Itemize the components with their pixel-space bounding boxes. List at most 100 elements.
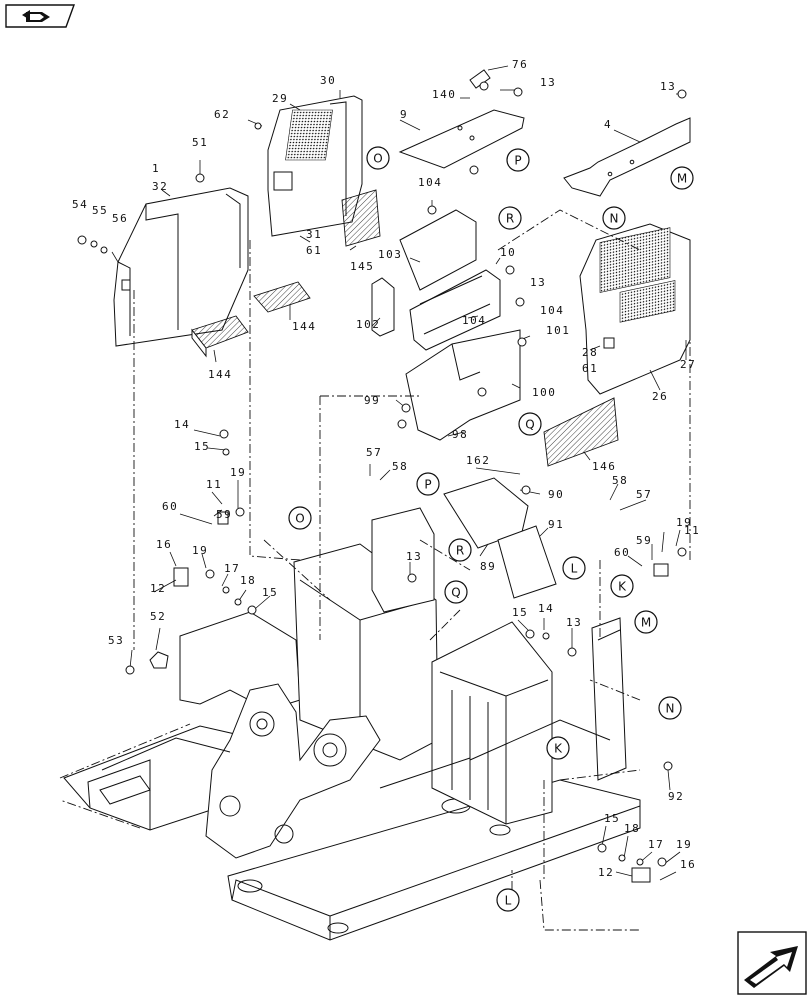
part-label: 61 — [582, 362, 598, 375]
part-label: 1 — [152, 162, 160, 175]
part-label: 15 — [604, 812, 620, 825]
callout-K: K — [546, 736, 570, 760]
callout-letter: K — [618, 580, 627, 594]
callout-Q: Q — [444, 580, 468, 604]
upper-side-door-29 — [267, 95, 363, 237]
part-label: 19 — [676, 838, 692, 851]
leader-lines — [111, 65, 687, 881]
part-label: 102 — [356, 318, 380, 331]
callout-letter: Q — [525, 418, 534, 432]
part-label: 27 — [680, 358, 696, 371]
part-label: 13 — [530, 276, 546, 289]
filter-elements — [191, 189, 619, 467]
next-page-arrow-icon — [737, 931, 807, 995]
part-label: 28 — [582, 346, 598, 359]
callout-letter: L — [571, 562, 578, 576]
part-label: 103 — [378, 248, 402, 261]
next-page-button[interactable] — [736, 930, 808, 996]
part-label: 89 — [480, 560, 496, 573]
part-label: 92 — [668, 790, 684, 803]
part-label: 62 — [214, 108, 230, 121]
callout-L: L — [562, 556, 586, 580]
callout-N: N — [602, 206, 626, 230]
part-label: 52 — [150, 610, 166, 623]
cover-assembly — [371, 209, 521, 441]
part-label: 10 — [500, 246, 516, 259]
part-label: 162 — [466, 454, 490, 467]
part-label: 53 — [108, 634, 124, 647]
part-label: 98 — [452, 428, 468, 441]
callout-letter: N — [610, 212, 619, 226]
callout-letter: P — [514, 154, 521, 168]
callout-letter: M — [641, 616, 651, 630]
callout-P: P — [506, 148, 530, 172]
part-label: 17 — [648, 838, 664, 851]
callout-M: M — [634, 610, 658, 634]
panel-9 — [398, 69, 525, 169]
left-side-door-1 — [113, 187, 249, 347]
part-label: 17 — [224, 562, 240, 575]
callout-Q: Q — [518, 412, 542, 436]
part-label: 9 — [400, 108, 408, 121]
part-label: 19 — [192, 544, 208, 557]
callout-letter: K — [554, 742, 563, 756]
part-label: 15 — [262, 586, 278, 599]
callout-letter: O — [295, 512, 304, 526]
part-label: 59 — [636, 534, 652, 547]
part-label: 61 — [306, 244, 322, 257]
latch-hardware — [149, 511, 669, 883]
callout-letter: R — [506, 212, 514, 226]
part-label: 104 — [462, 314, 486, 327]
callout-R: R — [448, 538, 472, 562]
callout-O: O — [366, 146, 390, 170]
part-label: 13 — [540, 76, 556, 89]
callout-M: M — [670, 166, 694, 190]
callout-letter: M — [677, 172, 687, 186]
part-label: 29 — [272, 92, 288, 105]
part-label: 57 — [636, 488, 652, 501]
assembly-lines — [133, 209, 691, 931]
part-label: 31 — [306, 228, 322, 241]
part-label: 54 — [72, 198, 88, 211]
part-label: 145 — [350, 260, 374, 273]
part-label: 12 — [150, 582, 166, 595]
callout-O: O — [288, 506, 312, 530]
part-label: 15 — [194, 440, 210, 453]
part-label: 56 — [112, 212, 128, 225]
part-label: 100 — [532, 386, 556, 399]
part-label: 55 — [92, 204, 108, 217]
part-label: 26 — [652, 390, 668, 403]
section-callouts: O P M N R Q P O R Q L K M N K L — [288, 146, 694, 912]
part-label: 11 — [206, 478, 222, 491]
callout-P: P — [416, 472, 440, 496]
part-label: 58 — [392, 460, 408, 473]
panel-4 — [563, 117, 691, 197]
part-label: 57 — [366, 446, 382, 459]
callout-letter: L — [505, 894, 512, 908]
part-label: 11 — [684, 524, 700, 537]
callout-letter: R — [456, 544, 464, 558]
callout-letter: N — [666, 702, 675, 716]
part-label: 14 — [174, 418, 190, 431]
part-label: 13 — [566, 616, 582, 629]
part-label: 13 — [406, 550, 422, 563]
part-label: 18 — [624, 822, 640, 835]
part-label: 59 — [216, 508, 232, 521]
part-label: 91 — [548, 518, 564, 531]
part-label: 104 — [540, 304, 564, 317]
part-label: 146 — [592, 460, 616, 473]
callout-L: L — [496, 888, 520, 912]
previous-page-button[interactable] — [4, 3, 76, 29]
part-label: 15 — [512, 606, 528, 619]
part-label: 12 — [598, 866, 614, 879]
part-label: 58 — [612, 474, 628, 487]
part-label: 104 — [418, 176, 442, 189]
part-label: 51 — [192, 136, 208, 149]
part-label: 144 — [208, 368, 232, 381]
part-label: 18 — [240, 574, 256, 587]
part-label: 16 — [156, 538, 172, 551]
callout-letter: Q — [451, 586, 460, 600]
callout-K: K — [610, 574, 634, 598]
callout-N: N — [658, 696, 682, 720]
